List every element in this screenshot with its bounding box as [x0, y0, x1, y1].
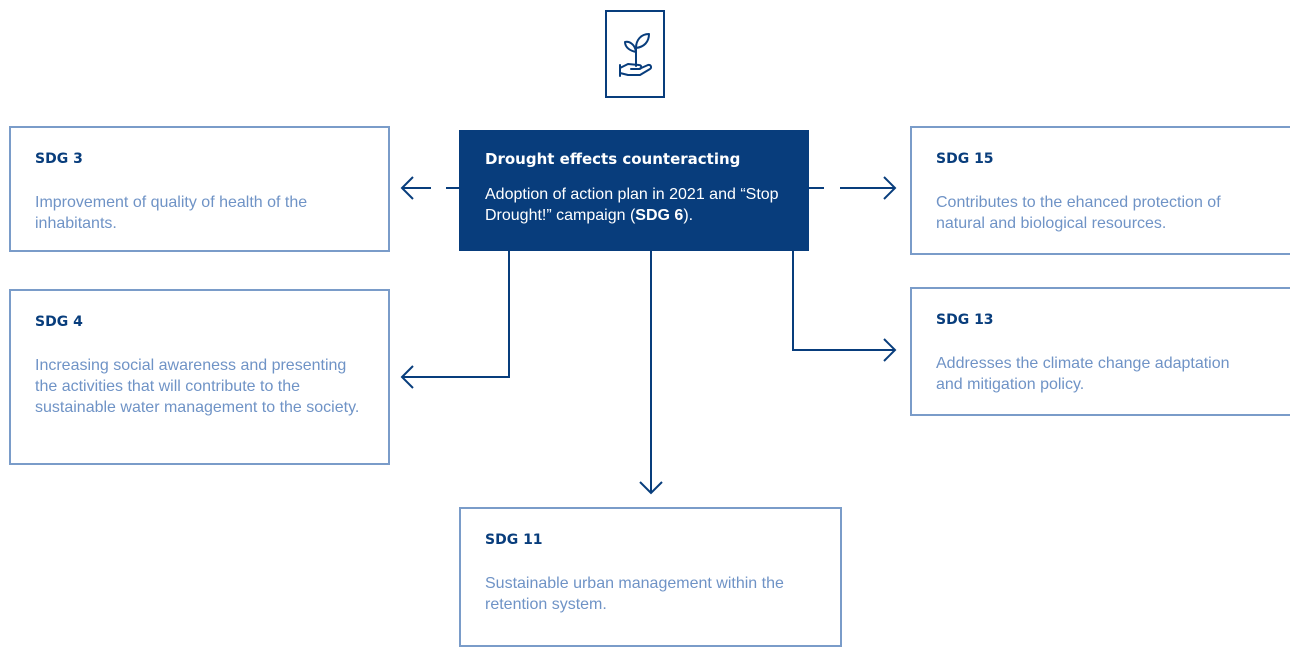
sdg13-description: Addresses the climate change adaptation …: [936, 355, 1230, 393]
sdg11-box: SDG 11 Sustainable urban management with…: [459, 507, 842, 647]
arrow-sdg11: [639, 481, 663, 495]
central-initiative-box: Drought effects counteracting Adoption o…: [459, 130, 809, 251]
connector-sdg4: [402, 251, 510, 378]
sdg4-title: SDG 4: [35, 314, 83, 330]
central-description-end: ).: [683, 207, 694, 224]
connector-lines: [400, 176, 897, 495]
central-description-text: Adoption of action plan in 2021 and “Sto…: [485, 186, 779, 224]
sdg3-box: SDG 3 Improvement of quality of health o…: [9, 126, 390, 252]
sdg15-description: Contributes to the ehanced protection of…: [936, 194, 1221, 232]
central-sdg-reference: SDG 6: [635, 207, 684, 224]
connector-sdg13: [792, 251, 895, 351]
central-title: Drought effects counteracting: [485, 150, 741, 168]
sdg13-box: SDG 13 Addresses the climate change adap…: [910, 287, 1290, 416]
sdg11-title: SDG 11: [485, 532, 543, 548]
sdg3-description: Improvement of quality of health of the …: [35, 194, 308, 232]
sdg15-box: SDG 15 Contributes to the ehanced protec…: [910, 126, 1290, 255]
plant-in-hand-icon: [619, 33, 653, 77]
sdg15-title: SDG 15: [936, 151, 994, 167]
sdg4-box: SDG 4 Increasing social awareness and pr…: [9, 289, 390, 465]
arrow-sdg3: [400, 176, 414, 200]
arrow-sdg4: [400, 365, 414, 389]
sdg3-title: SDG 3: [35, 151, 83, 167]
central-description: Adoption of action plan in 2021 and “Sto…: [485, 184, 783, 226]
sdg13-title: SDG 13: [936, 312, 994, 328]
arrow-sdg15: [883, 176, 897, 200]
plant-in-hand-icon-frame: [605, 10, 665, 98]
sdg4-description: Increasing social awareness and presenti…: [35, 357, 360, 416]
arrow-sdg13: [883, 338, 897, 362]
sdg11-description: Sustainable urban management within the …: [485, 575, 784, 613]
